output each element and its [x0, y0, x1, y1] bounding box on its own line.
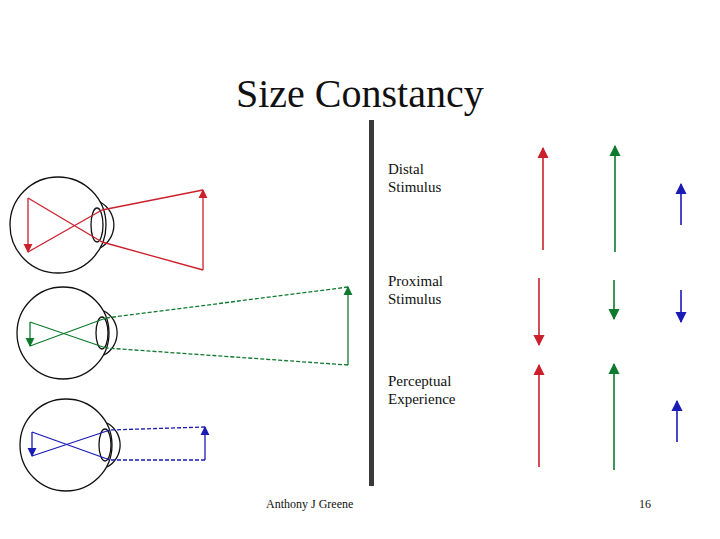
distal-arrow	[542, 148, 544, 250]
retinal-image-arrow	[27, 198, 28, 252]
slide-title: Size Constancy	[236, 70, 484, 118]
proximal-arrow	[538, 278, 540, 345]
proximal-arrow	[613, 280, 615, 319]
light-ray	[110, 427, 205, 430]
perceived-arrow	[676, 401, 678, 442]
object-arrow	[202, 190, 203, 270]
light-ray	[28, 198, 102, 242]
distal-arrow	[614, 146, 616, 252]
retinal-image-arrow	[31, 432, 32, 456]
eyeball	[20, 399, 112, 491]
divider-bar	[369, 120, 374, 486]
light-ray	[102, 190, 203, 210]
lens	[96, 317, 108, 349]
row-label: Distal Stimulus	[388, 160, 468, 196]
object-arrow	[347, 287, 348, 365]
light-ray	[106, 348, 348, 365]
light-ray	[28, 210, 102, 252]
light-ray	[32, 430, 110, 456]
light-ray	[30, 318, 106, 346]
row-label: Proximal Stimulus	[388, 272, 470, 308]
distal-arrow	[680, 184, 682, 225]
object-arrow	[204, 427, 205, 460]
light-ray	[106, 287, 348, 318]
row-label: Perceptual Experience	[388, 372, 480, 408]
light-ray	[102, 242, 203, 270]
light-ray	[110, 459, 205, 460]
perceived-arrow	[538, 365, 540, 467]
retinal-image-arrow	[29, 322, 30, 346]
light-ray	[32, 432, 110, 460]
proximal-arrow	[680, 290, 682, 322]
slide-number: 16	[639, 497, 651, 511]
eyeball	[10, 177, 106, 273]
light-ray	[30, 322, 106, 348]
author-footer: Anthony J Greene	[266, 497, 353, 511]
perceived-arrow	[613, 364, 615, 470]
eyeball	[17, 287, 109, 379]
